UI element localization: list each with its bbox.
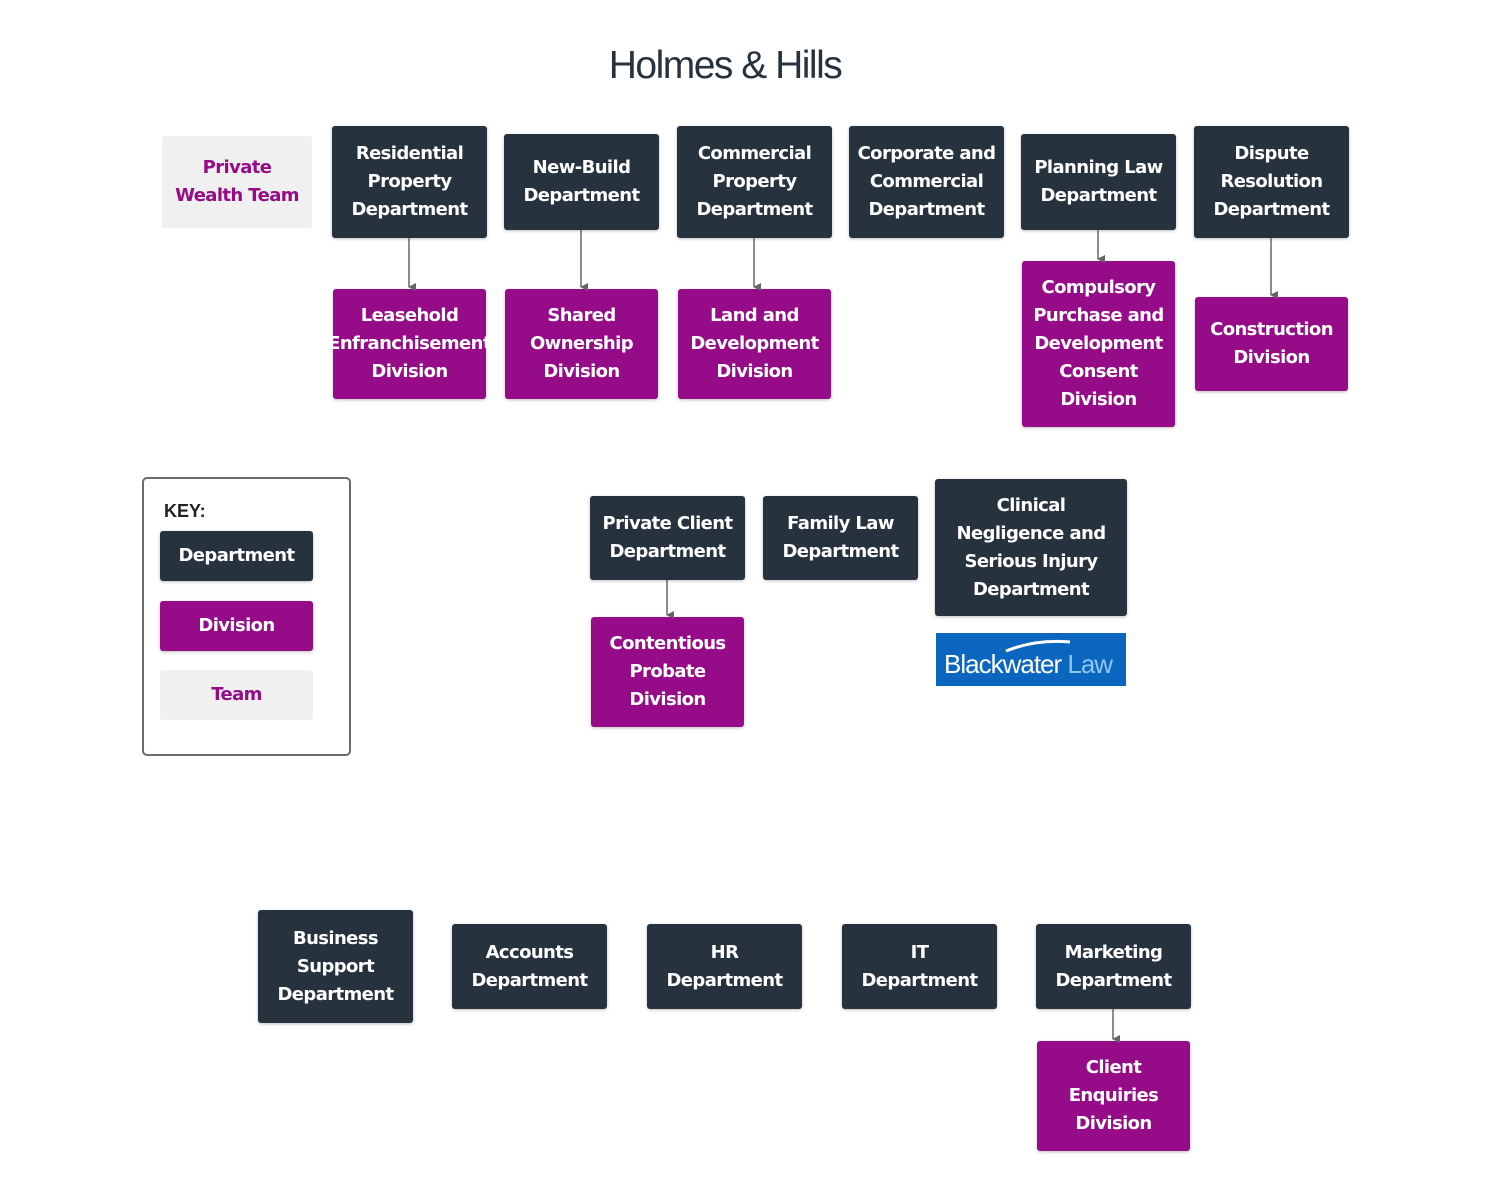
- holmes-hills-logo: Holmes & Hills: [608, 44, 843, 87]
- client-enquiries-division-node: Client Enquiries Division: [1037, 1041, 1190, 1151]
- contentious-probate-division-node: Contentious Probate Division: [591, 617, 744, 727]
- blackwater-law-wordmark: Blackwater Law: [944, 649, 1113, 679]
- shared-ownership-division-node: Shared Ownership Division: [505, 289, 658, 399]
- commercial-property-department-node: Commercial Property Department: [677, 126, 832, 238]
- marketing-department-node: Marketing Department: [1036, 924, 1191, 1009]
- land-development-division-node: Land and Development Division: [678, 289, 831, 399]
- key-team-swatch: Team: [160, 670, 313, 720]
- blackwater-law-logo: Blackwater Law: [936, 633, 1126, 686]
- blackwater-law-text: Law: [1061, 649, 1113, 679]
- family-law-department-node: Family Law Department: [763, 496, 918, 580]
- key-division-swatch: Division: [160, 601, 313, 651]
- clinical-negligence-department-node: Clinical Negligence and Serious Injury D…: [935, 479, 1127, 616]
- key-department-swatch: Department: [160, 531, 313, 581]
- hr-department-node: HR Department: [647, 924, 802, 1009]
- planning-law-department-node: Planning Law Department: [1021, 134, 1176, 230]
- private-client-department-node: Private Client Department: [590, 496, 745, 580]
- blackwater-brand-text: Blackwater: [944, 649, 1062, 679]
- private-wealth-team-node: Private Wealth Team: [162, 136, 312, 228]
- accounts-department-node: Accounts Department: [452, 924, 607, 1009]
- dispute-resolution-department-node: Dispute Resolution Department: [1194, 126, 1349, 238]
- key-title: KEY:: [164, 501, 206, 521]
- construction-division-node: Construction Division: [1195, 297, 1348, 391]
- residential-property-department-node: Residential Property Department: [332, 126, 487, 238]
- new-build-department-node: New-Build Department: [504, 134, 659, 230]
- compulsory-purchase-division-node: Compulsory Purchase and Development Cons…: [1022, 261, 1175, 427]
- leasehold-enfranchisement-division-node: Leasehold Enfranchisement Division: [328, 289, 491, 399]
- it-department-node: IT Department: [842, 924, 997, 1009]
- blackwater-swoosh-icon: [1005, 639, 1071, 653]
- corporate-commercial-department-node: Corporate and Commercial Department: [849, 126, 1004, 238]
- business-support-department-node: Business Support Department: [258, 910, 413, 1023]
